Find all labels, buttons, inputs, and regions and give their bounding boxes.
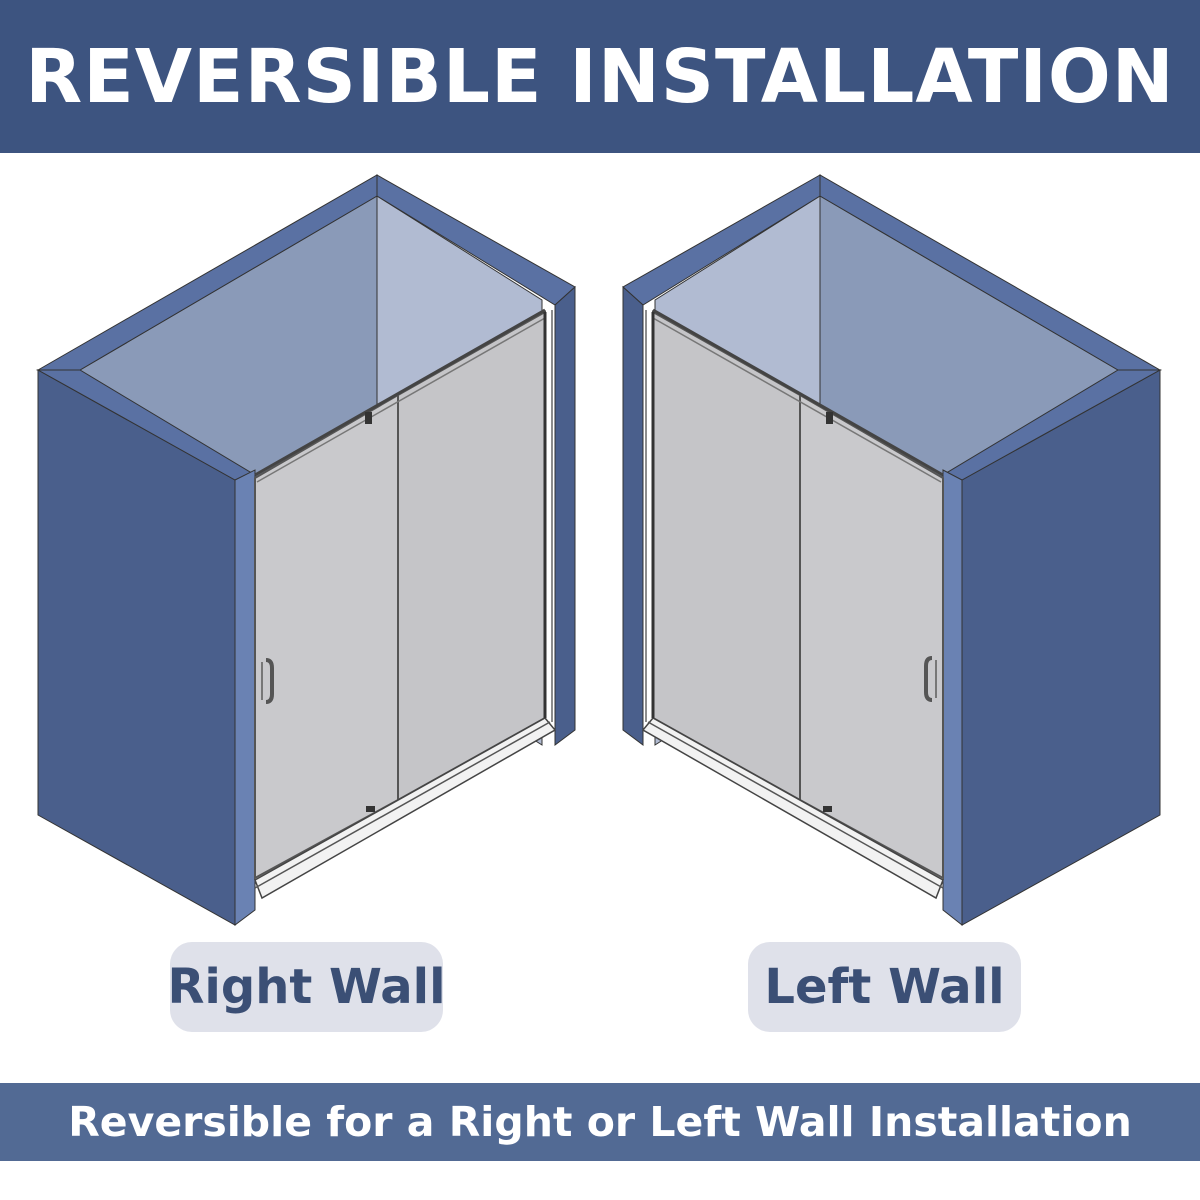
right-wall-label-text: Right Wall bbox=[167, 959, 446, 1015]
left-wall-enclosure-illustration bbox=[622, 174, 1162, 927]
header-title: REVERSIBLE INSTALLATION bbox=[25, 33, 1175, 120]
right-wall-label: Right Wall bbox=[167, 942, 446, 1032]
left-wall-label: Left Wall bbox=[748, 942, 1021, 1032]
left-wall-label-text: Left Wall bbox=[764, 959, 1005, 1015]
footer-text: Reversible for a Right or Left Wall Inst… bbox=[68, 1098, 1132, 1146]
header-banner: REVERSIBLE INSTALLATION bbox=[0, 0, 1200, 153]
footer-banner: Reversible for a Right or Left Wall Inst… bbox=[0, 1083, 1200, 1161]
installation-diagrams bbox=[0, 153, 1200, 933]
right-wall-enclosure-illustration bbox=[36, 174, 576, 926]
